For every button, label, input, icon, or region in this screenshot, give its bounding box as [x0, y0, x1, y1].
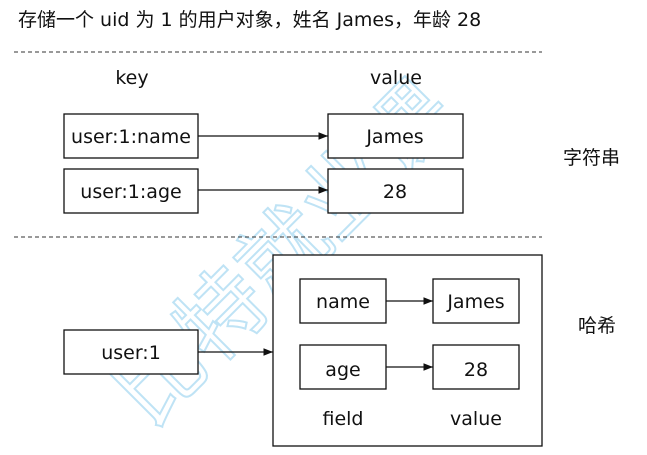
diagram-title: 存储一个 uid 为 1 的用户对象，姓名 James，年龄 28 — [18, 9, 481, 31]
hash-key-box — [63, 329, 199, 375]
hash-type-label: 哈希 — [578, 315, 616, 337]
hash-value-box-name — [432, 278, 520, 324]
value-header: value — [370, 67, 422, 89]
hash-value-age: 28 — [464, 359, 488, 381]
hash-field-box-name — [299, 278, 387, 324]
hash-value-name: James — [446, 291, 504, 313]
string-value-box-name — [327, 113, 464, 159]
string-key-box-age — [63, 168, 199, 214]
string-type-label: 字符串 — [563, 147, 620, 169]
hash-field-name: name — [316, 291, 370, 313]
hash-field-age: age — [325, 359, 360, 381]
hash-value-header: value — [450, 408, 502, 430]
string-value-age: 28 — [383, 181, 407, 203]
string-key-name: user:1:name — [71, 126, 191, 148]
string-key-age: user:1:age — [80, 181, 181, 203]
string-value-box-age — [327, 168, 464, 214]
hash-key: user:1 — [101, 342, 161, 364]
key-header: key — [115, 67, 148, 89]
hash-field-header: field — [323, 408, 364, 430]
string-value-name: James — [365, 126, 423, 148]
hash-value-box-age — [432, 344, 520, 390]
string-key-box-name — [63, 113, 199, 159]
